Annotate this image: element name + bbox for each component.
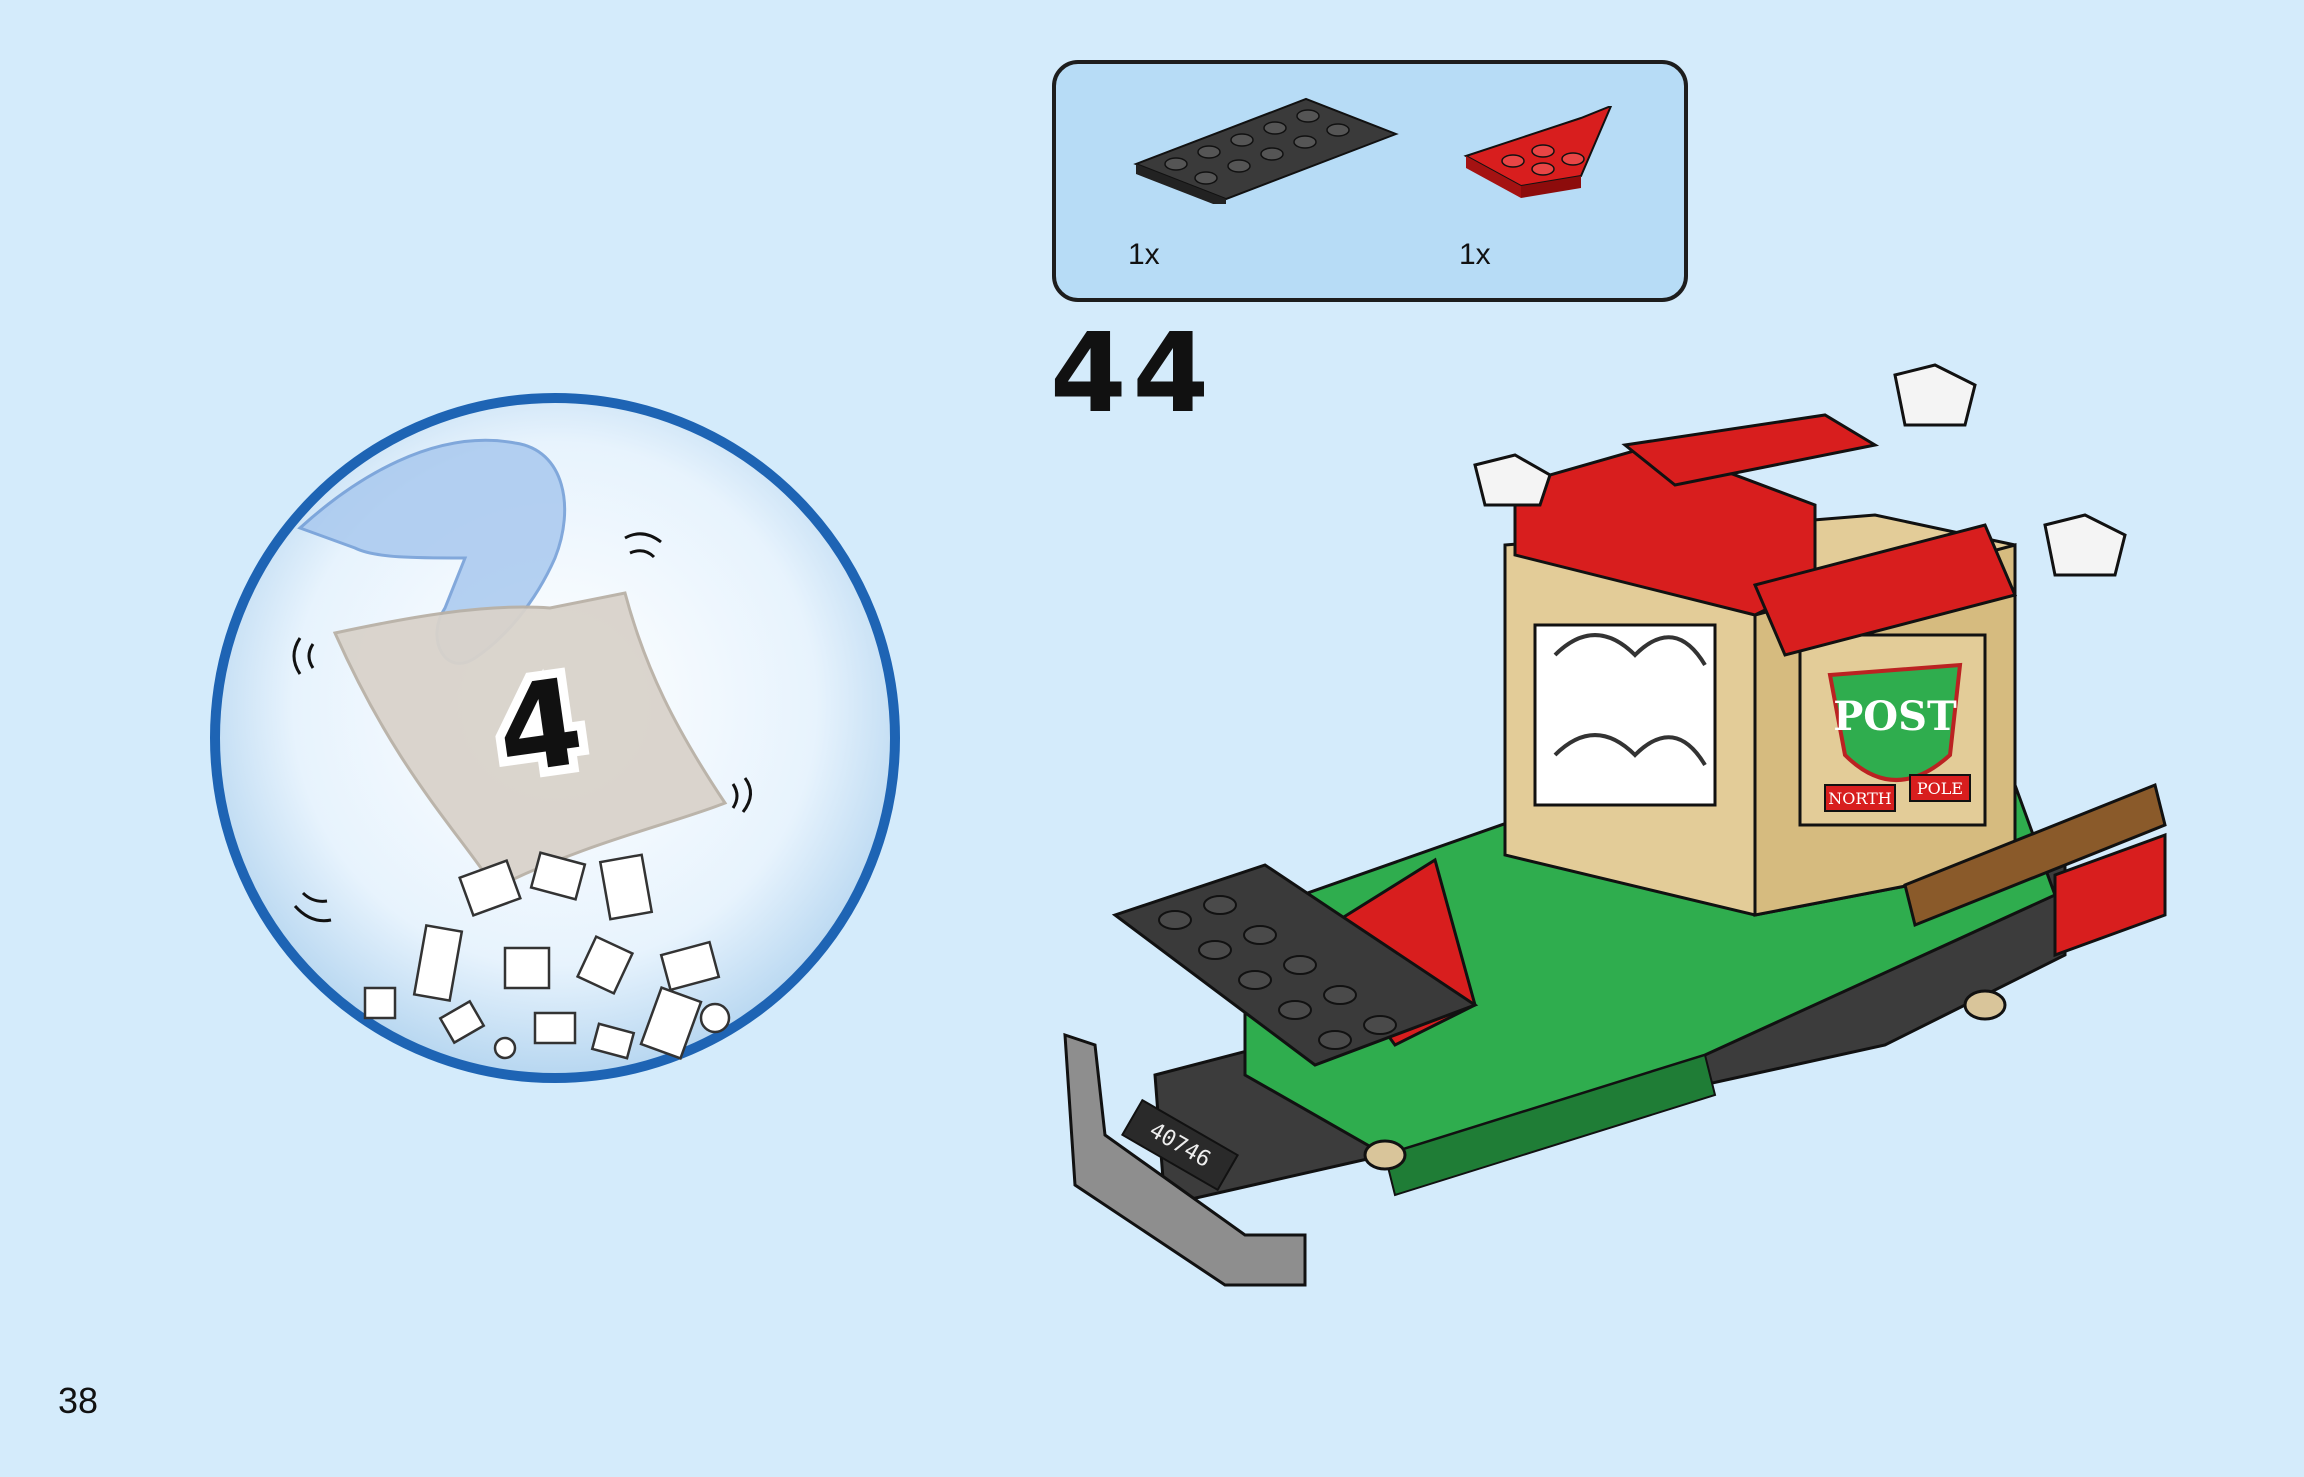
step-number: 44: [1050, 309, 1216, 437]
sleigh-post-office-model: POST NORTH POLE 40746: [1063, 363, 2167, 1287]
bag-number: 4: [489, 653, 591, 802]
bag-icon: [332, 591, 728, 890]
window: [1533, 623, 1717, 807]
sign-post-label: POST: [1833, 693, 1957, 740]
falling-bricks-icon: [363, 851, 731, 1060]
sign-north-label: NORTH: [1828, 789, 1892, 808]
parts-list-box: 1x 1x: [1052, 60, 1688, 302]
red-wedge-plate-quantity: 1x: [1459, 238, 1491, 271]
bag-bubble: 4 4: [210, 393, 900, 1083]
black-plate-quantity: 1x: [1128, 238, 1160, 271]
license-plate: [1121, 1098, 1239, 1192]
black-plate-icon: [1133, 97, 1399, 204]
sign-pole-label: POLE: [1917, 779, 1963, 798]
page-number: 38: [58, 1380, 99, 1421]
front-bumper: [1063, 1032, 1307, 1287]
red-wedge-plate-icon: [1463, 106, 1613, 198]
